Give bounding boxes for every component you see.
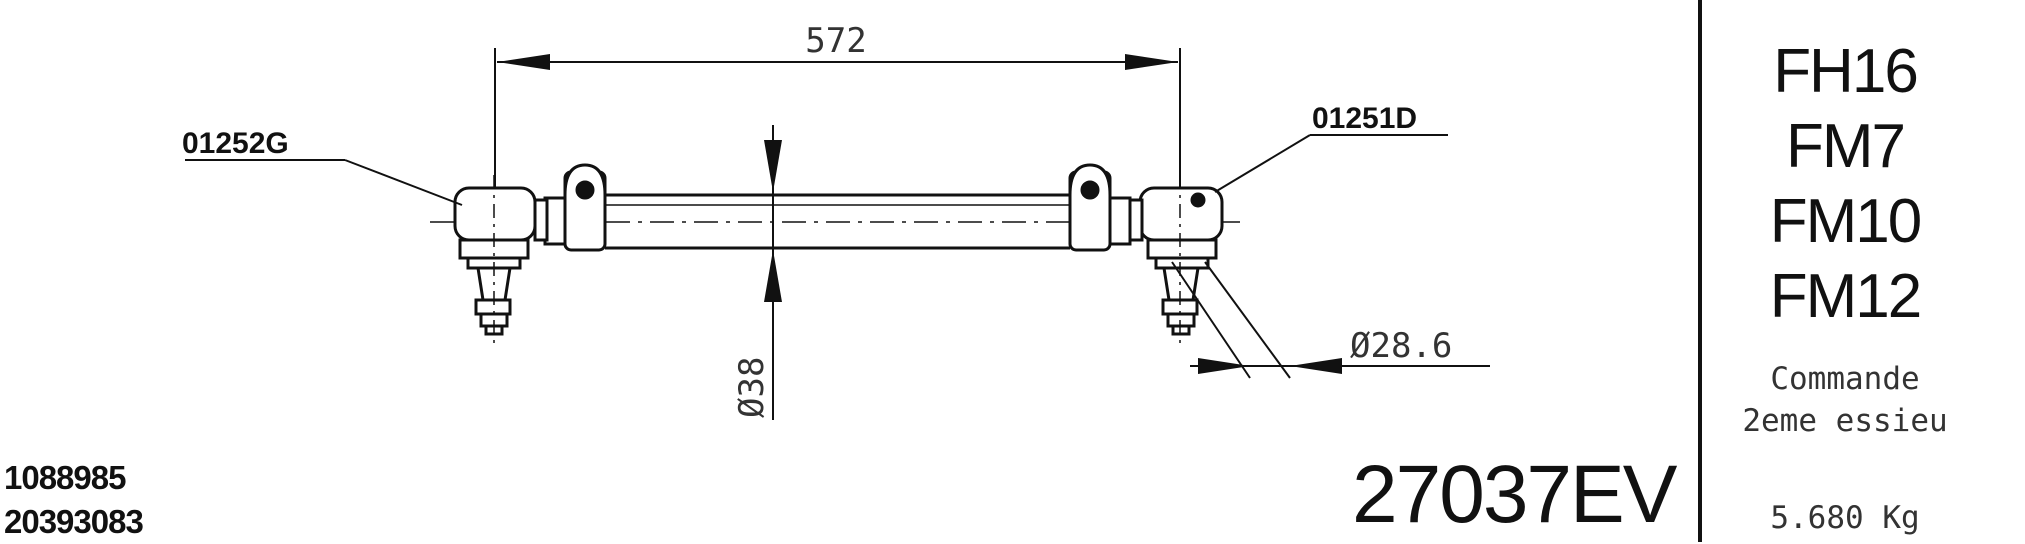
tube-diameter-dimension (764, 125, 782, 420)
left-ball-joint (453, 175, 549, 345)
weight: 5.680 Kg (1770, 500, 1920, 536)
tie-rod-tube (605, 193, 1070, 250)
taper-diameter-dimension (1171, 261, 1490, 379)
length-label: 572 (805, 21, 866, 61)
right-clamp (1068, 163, 1132, 252)
model-item: FM7 (1786, 112, 1906, 181)
part-number: 27037EV (1352, 449, 1677, 540)
reference-number: 20393083 (4, 503, 144, 540)
left-callout-pointer (344, 159, 463, 206)
description-line: Commande (1770, 361, 1920, 397)
reference-number: 1088985 (4, 459, 126, 496)
info-panel: FH16 FM7 FM10 FM12 Commande 2eme essieu … (1700, 0, 2025, 542)
model-item: FM10 (1769, 187, 1922, 256)
description-line: 2eme essieu (1742, 403, 1948, 439)
right-end-callout: 01251D (1312, 102, 1417, 135)
length-dimension (494, 48, 1181, 190)
taper-diameter-label: Ø28.6 (1350, 326, 1452, 366)
reference-numbers: 1088985 20393083 (4, 456, 144, 544)
tube-diameter-label: Ø38 (732, 357, 772, 418)
left-end-callout: 01252G (182, 127, 289, 160)
right-ball-joint (1128, 175, 1224, 345)
right-callout-pointer (1214, 134, 1311, 193)
model-list: FH16 FM7 FM10 FM12 (1700, 34, 1990, 334)
model-item: FH16 (1773, 37, 1919, 106)
description: Commande 2eme essieu (1700, 358, 1990, 442)
model-item: FM12 (1769, 262, 1922, 331)
left-clamp (543, 163, 607, 252)
